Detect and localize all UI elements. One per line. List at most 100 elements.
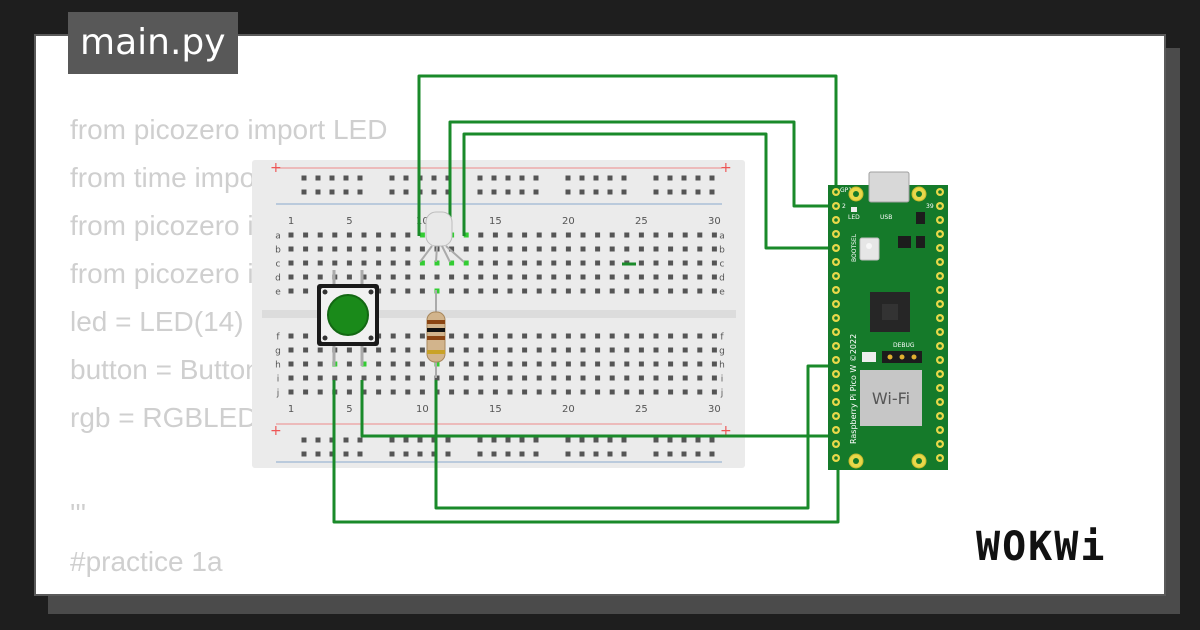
breadboard-hole (697, 232, 703, 238)
breadboard-hole (682, 246, 688, 252)
breadboard-hole (419, 347, 425, 353)
breadboard-hole (303, 389, 309, 395)
breadboard-hole (536, 375, 542, 381)
pico-pin-hole (938, 274, 942, 278)
breadboard-hole (507, 333, 513, 339)
breadboard-hole (638, 389, 644, 395)
breadboard-hole (419, 389, 425, 395)
breadboard-hole (478, 260, 484, 266)
rail-hole (565, 189, 571, 195)
plus-sign: + (270, 160, 282, 176)
resistor-band (427, 350, 445, 354)
row-letter: g (275, 347, 281, 357)
breadboard-hole (492, 288, 498, 294)
rail-hole (533, 437, 539, 443)
breadboard-hole (551, 260, 557, 266)
rail-hole (565, 437, 571, 443)
column-number: 30 (708, 404, 721, 415)
rail-hole (579, 437, 585, 443)
pico-pin-hole (834, 358, 838, 362)
breadboard-hole (668, 361, 674, 367)
rail-hole (403, 437, 409, 443)
rgb-led[interactable] (419, 211, 465, 263)
row-letter: a (719, 232, 725, 242)
pico-pin-hole (938, 386, 942, 390)
rgb-led-body[interactable] (425, 211, 453, 247)
onboard-led (851, 207, 857, 212)
breadboard-hole (522, 375, 528, 381)
breadboard-hole (668, 232, 674, 238)
breadboard-hole (376, 347, 382, 353)
breadboard-hole (346, 375, 352, 381)
rail-hole (653, 437, 659, 443)
row-letter: e (719, 288, 725, 298)
rail-hole (403, 175, 409, 181)
breadboard-hole (624, 232, 630, 238)
wifi-module (860, 370, 922, 426)
rail-hole (667, 437, 673, 443)
pico-pin-hole (938, 414, 942, 418)
breadboard-hole (478, 274, 484, 280)
push-button-cap[interactable] (327, 294, 369, 336)
breadboard-hole (303, 361, 309, 367)
breadboard-hole (551, 288, 557, 294)
breadboard-hole (580, 347, 586, 353)
breadboard-hole (711, 333, 717, 339)
breadboard-hole (711, 246, 717, 252)
rail-hole (445, 437, 451, 443)
resistor[interactable] (426, 290, 446, 378)
breadboard-hole (595, 274, 601, 280)
rail-hole (653, 189, 659, 195)
breadboard-hole (346, 274, 352, 280)
push-button[interactable] (317, 270, 379, 366)
led-label: LED (848, 214, 860, 221)
rail-hole (681, 189, 687, 195)
rail-hole (681, 437, 687, 443)
pico-pin-hole (834, 414, 838, 418)
rail-hole (653, 451, 659, 457)
pico-pin-hole (938, 316, 942, 320)
breadboard-hole (536, 232, 542, 238)
breadboard-hole (536, 333, 542, 339)
bootsel-button-cap[interactable] (866, 243, 872, 249)
pico-pin-hole (834, 456, 838, 460)
breadboard-hole (565, 274, 571, 280)
breadboard-hole (361, 347, 367, 353)
pico-pin-hole (938, 456, 942, 460)
breadboard-hole (595, 333, 601, 339)
pico-pin-hole (938, 260, 942, 264)
breadboard-hole (419, 361, 425, 367)
usb-connector[interactable] (868, 171, 910, 203)
breadboard-hole (638, 260, 644, 266)
bootsel-button[interactable] (859, 237, 880, 261)
rail-hole (329, 189, 335, 195)
rail-hole (593, 175, 599, 181)
breadboard-hole (697, 347, 703, 353)
breadboard-hole (565, 232, 571, 238)
breadboard-hole (551, 246, 557, 252)
rail-hole (417, 437, 423, 443)
breadboard-hole (478, 232, 484, 238)
rail-hole (343, 451, 349, 457)
column-number: 15 (489, 404, 502, 415)
bootsel-label: BOOTSEL (851, 233, 858, 262)
breadboard-hole (565, 260, 571, 266)
pico-pin-hole (938, 302, 942, 306)
rail-hole (593, 437, 599, 443)
breadboard-hole (405, 232, 411, 238)
wire-button-ground (332, 380, 840, 524)
breadboard-hole (668, 288, 674, 294)
breadboard-hole (682, 288, 688, 294)
file-name-tab[interactable]: main.py (68, 12, 238, 74)
row-letter: c (276, 260, 281, 270)
breadboard-hole (653, 333, 659, 339)
raspberry-pi-pico-w[interactable]: LED USB GP1 2 39 BOOTSEL DEBUG Wi-Fi Ras… (828, 171, 948, 470)
breadboard-hole (697, 288, 703, 294)
breadboard-hole (624, 288, 630, 294)
breadboard-hole (668, 260, 674, 266)
resistor-band (427, 336, 445, 340)
column-number: 15 (489, 216, 502, 227)
rail-hole (593, 451, 599, 457)
breadboard-hole (653, 260, 659, 266)
resistor-band (427, 328, 445, 332)
